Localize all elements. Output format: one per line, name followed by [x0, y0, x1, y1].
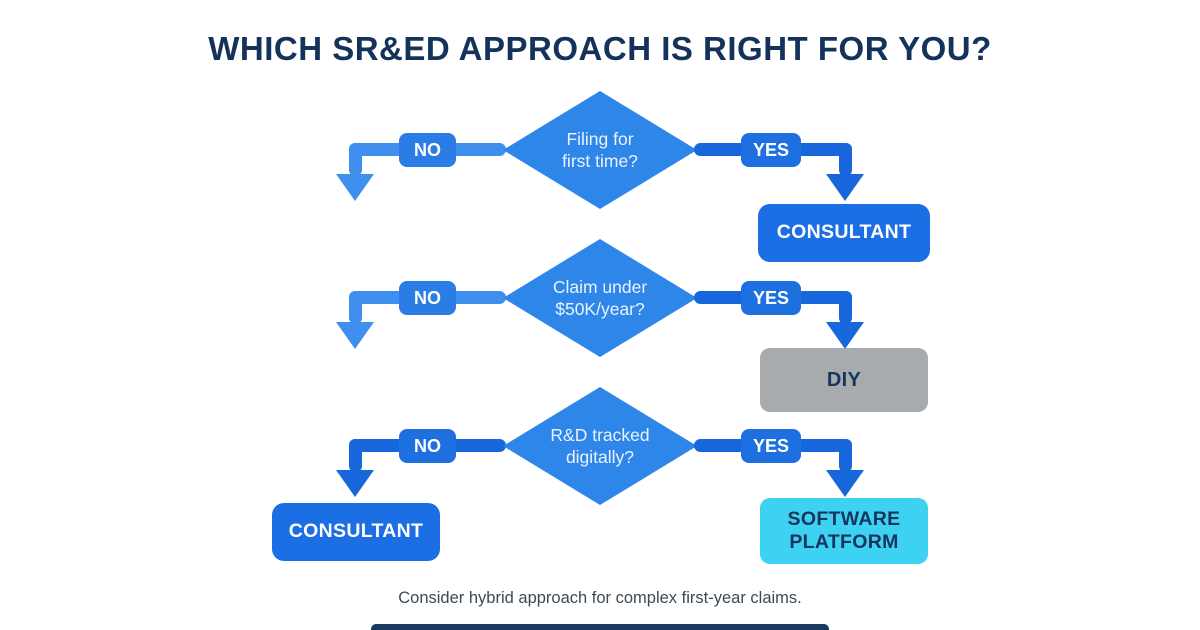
yes-connector-elbow-row2	[839, 291, 852, 324]
yes-connector-elbow-row1	[839, 143, 852, 176]
no-badge-row1: NO	[399, 133, 456, 167]
outcome-label: CONSULTANT	[776, 221, 912, 244]
page-title: WHICH SR&ED APPROACH IS RIGHT FOR YOU?	[208, 30, 992, 67]
no-connector-elbow-row1	[349, 143, 362, 176]
decision-rd-tracked-digitally: R&D tracked digitally?	[503, 387, 697, 505]
yes-badge-row1: YES	[741, 133, 801, 167]
no-arrowhead-row1	[336, 174, 374, 201]
decision-question-text: Filing for first time?	[503, 91, 697, 209]
yes-arrowhead-row1	[826, 174, 864, 201]
no-connector-elbow-row2	[349, 291, 362, 324]
no-arrowhead-row2	[336, 322, 374, 349]
question-line: R&D tracked	[550, 424, 650, 445]
no-connector-elbow-row3	[349, 439, 362, 472]
yes-connector-elbow-row3	[839, 439, 852, 472]
no-arrowhead-row3	[336, 470, 374, 497]
footnote-text: Consider hybrid approach for complex fir…	[398, 589, 802, 607]
outcome-label-line: SOFTWARE	[787, 507, 901, 530]
yes-arrowhead-row2	[826, 322, 864, 349]
question-line: first time?	[562, 151, 638, 171]
question-line: Filing for	[566, 128, 634, 149]
decision-filing-first-time: Filing for first time?	[503, 91, 697, 209]
decision-claim-under-50k: Claim under $50K/year?	[503, 239, 697, 357]
no-badge-row3: NO	[399, 429, 456, 463]
question-line: $50K/year?	[555, 299, 645, 319]
outcome-diy: DIY	[760, 348, 928, 412]
outcome-label-line: PLATFORM	[789, 531, 899, 553]
decision-question-text: R&D tracked digitally?	[503, 387, 697, 505]
yes-badge-row3: YES	[741, 429, 801, 463]
outcome-label: DIY	[826, 369, 862, 391]
yes-arrowhead-row3	[826, 470, 864, 497]
outcome-label: CONSULTANT	[288, 520, 424, 543]
outcome-software-platform: SOFTWARE PLATFORM	[760, 498, 928, 564]
question-line: Claim under	[552, 276, 648, 297]
question-line: digitally?	[565, 447, 635, 467]
outcome-consultant-first-time: CONSULTANT	[758, 204, 930, 262]
decision-question-text: Claim under $50K/year?	[503, 239, 697, 357]
no-badge-row2: NO	[399, 281, 456, 315]
yes-badge-row2: YES	[741, 281, 801, 315]
outcome-consultant-untracked: CONSULTANT	[272, 503, 440, 561]
bottom-accent-bar	[371, 624, 829, 630]
